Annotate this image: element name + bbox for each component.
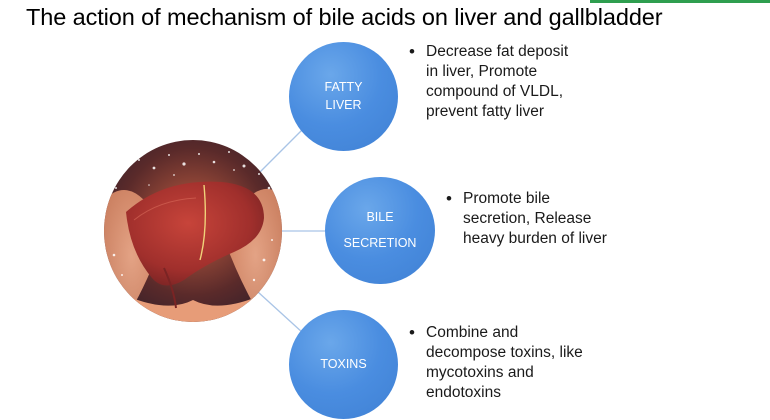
bile-secretion-bubble: BILE SECRETION: [325, 177, 435, 284]
toxins-bullets: Combine and decompose toxins, like mycot…: [409, 323, 584, 403]
bile-secretion-bullet: Promote bile secretion, Release heavy bu…: [446, 189, 616, 249]
bile-secretion-bullets: Promote bile secretion, Release heavy bu…: [446, 189, 616, 249]
liver-in-hands-image: [104, 140, 282, 322]
toxins-bubble: TOXINS: [289, 310, 398, 419]
fatty-liver-bubble: FATTY LIVER: [289, 42, 398, 151]
bile-secretion-label-line-1: BILE: [366, 209, 394, 224]
bile-secretion-label-line-2: SECRETION: [343, 235, 417, 250]
slide-title: The action of mechanism of bile acids on…: [26, 4, 663, 30]
fatty-liver-bullet: Decrease fat deposit in liver, Promote c…: [409, 42, 584, 122]
fatty-liver-label-line-1: FATTY: [324, 80, 363, 94]
fatty-liver-label-line-2: LIVER: [325, 97, 362, 112]
fatty-liver-bullets: Decrease fat deposit in liver, Promote c…: [409, 42, 584, 122]
connector-fatty-liver: [259, 129, 303, 173]
top-accent-bar: [590, 0, 770, 3]
toxins-label: TOXINS: [320, 356, 367, 371]
toxins-bullet: Combine and decompose toxins, like mycot…: [409, 323, 584, 403]
